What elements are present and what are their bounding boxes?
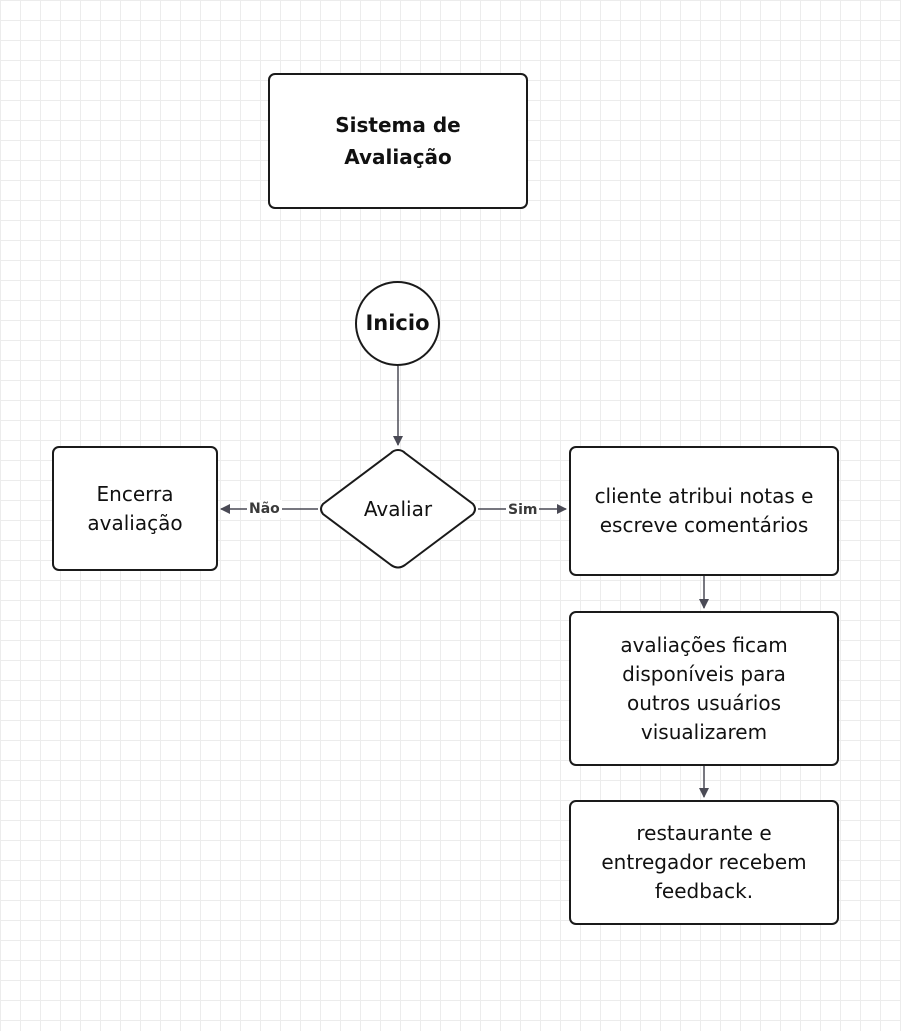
end-node[interactable]: Encerra avaliação — [52, 446, 218, 571]
start-text: Inicio — [365, 311, 430, 335]
edge-label-yes: Sim — [506, 501, 540, 519]
step-node-3[interactable]: restaurante e entregador recebem feedbac… — [569, 800, 839, 925]
edge-label-no: Não — [247, 500, 282, 518]
start-node[interactable]: Inicio — [355, 281, 440, 366]
step-text-2: avaliações ficam disponíveis para outros… — [620, 632, 788, 744]
title-text: Sistema de Avaliação — [335, 113, 461, 169]
step-node-1[interactable]: cliente atribui notas e escreve comentár… — [569, 446, 839, 576]
decision-text: Avaliar — [363, 496, 433, 521]
decision-node[interactable]: Avaliar — [318, 448, 478, 570]
step-text-1: cliente atribui notas e escreve comentár… — [594, 484, 814, 537]
title-box[interactable]: Sistema de Avaliação — [268, 73, 528, 209]
step-text-3: restaurante e entregador recebem feedbac… — [601, 821, 807, 903]
end-text: Encerra avaliação — [87, 481, 183, 535]
decision-diamond-shape — [320, 448, 476, 569]
step-node-2[interactable]: avaliações ficam disponíveis para outros… — [569, 611, 839, 766]
